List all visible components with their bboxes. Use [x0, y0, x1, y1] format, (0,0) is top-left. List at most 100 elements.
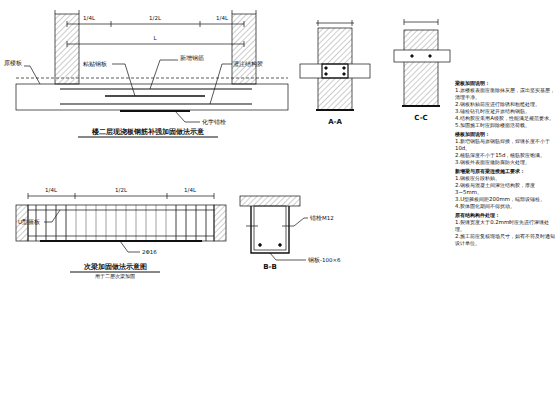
drawing-stroke — [78, 137, 218, 138]
drawing-stroke — [67, 21, 68, 27]
drawing-stroke — [16, 78, 288, 79]
note-text: 1.原楼板表面应凿除抹灰层，露出坚实基层，清理干净。 — [455, 87, 557, 101]
drawing-stroke — [282, 226, 294, 227]
drawing-stroke — [116, 205, 117, 241]
drawing-stroke — [136, 205, 137, 241]
note-text: 2.施工前应复核现场尺寸，如有不符及时通知设计单位。 — [455, 233, 557, 247]
callout-text: 锚栓M12 — [309, 215, 335, 221]
drawing-stroke — [44, 210, 60, 222]
dimension-text: 1/4L — [44, 187, 58, 193]
drawing-stroke — [429, 55, 432, 58]
drawing-stroke — [279, 244, 282, 247]
drawing-stroke — [106, 205, 107, 241]
drawing-stroke — [28, 193, 29, 199]
drawing-stroke — [66, 205, 67, 241]
drawing-stroke — [176, 205, 177, 241]
drawing-stroke — [79, 10, 80, 14]
drawing-stroke — [60, 88, 252, 89]
drawing-stroke — [251, 206, 289, 253]
note-text: 3.U型箍板间距200mm，端部设锚栓。 — [455, 196, 557, 203]
note-text: 2.钢板与混凝土间灌注结构胶，厚度3~5mm。 — [455, 182, 557, 196]
drawing-stroke — [244, 21, 245, 27]
drawing-stroke — [70, 272, 160, 273]
section-b-b — [240, 196, 308, 260]
beam-elevation — [16, 193, 226, 252]
drawing-stroke — [150, 60, 178, 89]
note-text: 1.新增钢筋与原钢筋焊接，焊缝长度不小于10d。 — [455, 138, 557, 152]
drawing-stroke — [126, 205, 127, 241]
dimension-text: 1/4L — [183, 187, 197, 193]
callout-text: 灌注结构胶 — [233, 61, 263, 67]
notes-column: 梁板加固说明：1.原楼板表面应凿除抹灰层，露出坚实基层，清理干净。2.钢板粘贴前… — [455, 78, 557, 247]
dimension-text: 1/4L — [82, 15, 96, 21]
drawing-stroke — [325, 73, 328, 76]
drawing-stroke — [186, 205, 187, 241]
drawing-stroke — [411, 55, 414, 58]
section-c-c — [394, 19, 450, 106]
drawing-stroke — [240, 196, 300, 206]
drawing-title: B-B — [262, 263, 278, 271]
drawing-stroke — [156, 205, 157, 241]
note-text: 1.裂缝宽度大于0.2mm时应先进行灌缝处理。 — [455, 219, 557, 233]
note-text: 3.锚栓钻孔时应避开原结构钢筋。 — [455, 108, 557, 115]
drawing-stroke — [28, 196, 214, 197]
drawing-stroke — [232, 10, 233, 14]
drawing-stroke — [404, 22, 438, 23]
callout-text: 化学锚栓 — [201, 119, 227, 125]
drawing-stroke — [166, 205, 167, 241]
note-text: 5.加固施工时应卸除楼面活荷载。 — [455, 122, 557, 129]
drawing-stroke — [196, 205, 197, 241]
drawing-stroke — [214, 205, 226, 241]
drawing-stroke — [206, 205, 207, 241]
drawing-stroke — [294, 218, 308, 226]
drawing-stroke — [214, 193, 215, 199]
drawing-stroke — [96, 205, 97, 241]
drawing-stroke — [167, 193, 168, 199]
drawing-stroke — [60, 103, 252, 104]
drawing-title: C-C — [413, 114, 428, 122]
drawing-stroke — [120, 110, 190, 112]
note-heading: 梁板加固说明： — [455, 80, 557, 87]
drawing-stroke — [200, 21, 201, 27]
drawing-title: 楼二层现浇板钢筋补强加固做法示意 — [91, 128, 205, 136]
drawing-stroke — [256, 10, 257, 14]
slab-section — [16, 10, 288, 122]
callout-text: 原楼板 — [3, 60, 23, 66]
drawing-stroke — [36, 205, 206, 241]
callout-text: 用于二层次梁加固 — [94, 274, 136, 280]
drawing-stroke — [56, 205, 57, 241]
drawing-stroke — [316, 109, 354, 111]
section-a-a — [300, 20, 370, 110]
drawing-stroke — [28, 205, 214, 241]
note-text: 2.植筋深度不小于15d，植筋胶应饱满。 — [455, 152, 557, 159]
drawing-stroke — [232, 14, 256, 84]
callout-text: 新增钢筋 — [179, 55, 205, 61]
drawing-stroke — [55, 10, 56, 14]
callout-text: 2Φ16 — [141, 249, 158, 255]
drawing-stroke — [343, 67, 346, 70]
note-heading: 原有结构构件处理： — [455, 212, 557, 219]
drawing-stroke — [259, 244, 262, 247]
drawing-stroke — [76, 205, 77, 241]
drawing-stroke — [322, 64, 348, 78]
dimension-text: 1/4L — [215, 15, 229, 21]
note-heading: 楼板加固说明： — [455, 131, 557, 138]
note-text: 1.钢板应分段粘贴。 — [455, 175, 557, 182]
dimension-text: L — [152, 35, 157, 41]
drawing-stroke — [210, 64, 232, 104]
dimension-text: 1/2L — [148, 15, 162, 21]
drawing-stroke — [120, 241, 140, 252]
drawing-stroke — [146, 205, 147, 241]
drawing-stroke — [40, 240, 202, 242]
drawing-stroke — [244, 41, 245, 47]
drawing-stroke — [67, 44, 244, 45]
drawing-stroke — [86, 205, 87, 241]
drawing-stroke — [75, 193, 76, 199]
title-underlines — [70, 137, 218, 272]
drawing-stroke — [105, 95, 205, 97]
drawing-stroke — [67, 24, 244, 25]
drawing-stroke — [343, 73, 346, 76]
drawing-stroke — [55, 14, 79, 84]
drawing-stroke — [404, 30, 438, 106]
drawing-stroke — [325, 67, 328, 70]
